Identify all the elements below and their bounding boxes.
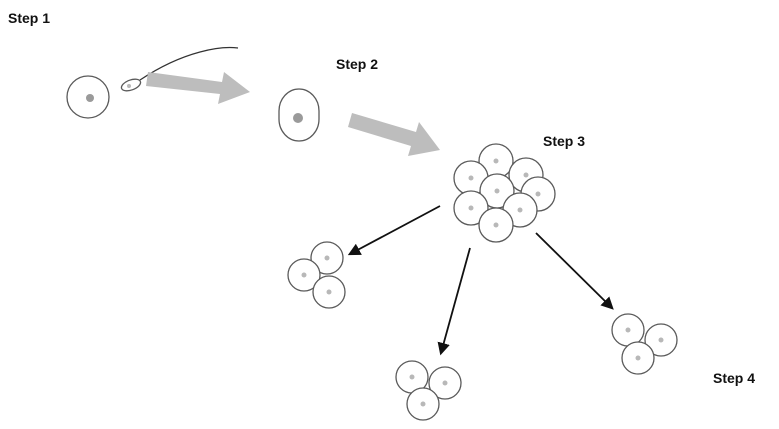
arrow-to-bottom-cluster [437,247,471,356]
step-4-label: Step 4 [713,370,756,386]
step1-sperm [120,46,239,92]
step-2-label: Step 2 [336,56,379,72]
gray-arrow-1 [146,72,250,104]
step-1-label: Step 1 [8,10,51,26]
step3-cell-cluster [453,143,556,243]
left-cell-cluster [287,241,346,309]
bottom-cell-cluster [395,360,462,421]
gray-arrow-2 [348,113,440,156]
step-3-label: Step 3 [543,133,586,149]
step1-egg-cell [66,75,110,119]
right-cell-cluster [611,313,678,375]
step2-zygote-cell [278,88,320,142]
arrow-to-left-cluster [347,205,441,256]
arrow-to-right-cluster [535,232,614,310]
